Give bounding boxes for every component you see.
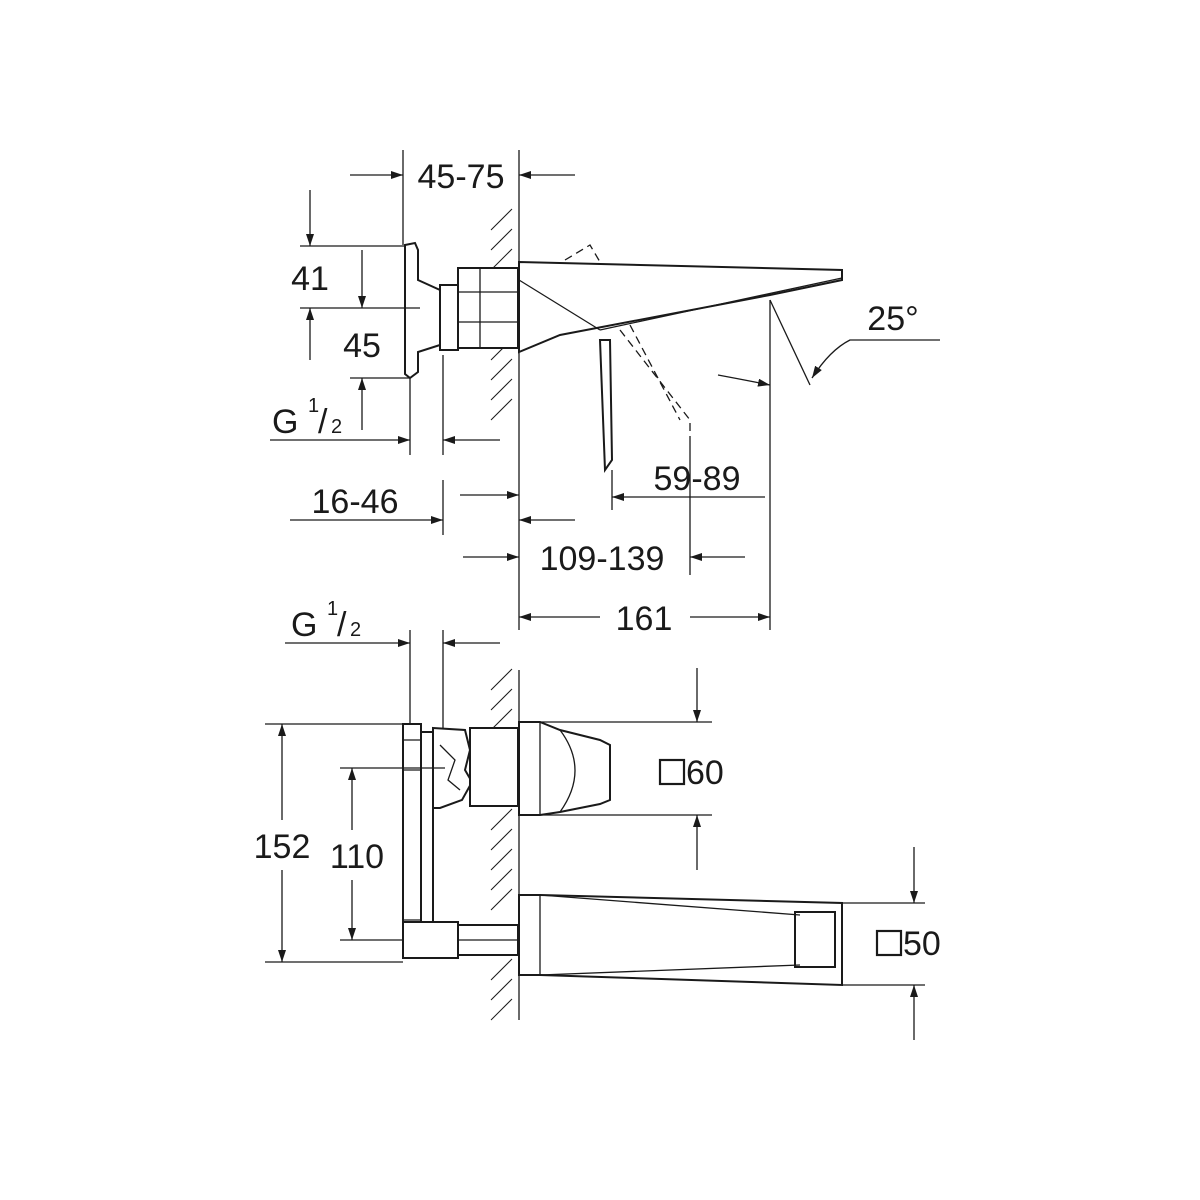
dim-152: 152 bbox=[254, 724, 311, 962]
handle-front bbox=[518, 721, 611, 816]
dim-angle: 25° bbox=[717, 300, 940, 387]
spout-front bbox=[518, 894, 843, 987]
front-view: G 1 / 2 152 110 60 50 bbox=[254, 598, 941, 1040]
label-thread-num-side: 1 bbox=[308, 395, 319, 417]
label-thread-g-side: G bbox=[272, 403, 298, 441]
dim-110: 110 bbox=[330, 768, 384, 940]
label-thread-den-side: 2 bbox=[331, 416, 342, 438]
square-symbol-icon bbox=[658, 758, 686, 786]
side-view: 45-75 41 45 G 1 / 2 16-46 bbox=[270, 150, 940, 638]
label-16-46: 16-46 bbox=[312, 483, 399, 521]
spout-side bbox=[518, 244, 843, 474]
dim-thread-side: G 1 / 2 bbox=[270, 395, 500, 444]
dim-109-139: 109-139 bbox=[463, 540, 745, 578]
label-59-89: 59-89 bbox=[654, 460, 741, 498]
dim-thread-front: G 1 / 2 bbox=[285, 598, 500, 647]
label-thread-den-front: 2 bbox=[350, 619, 361, 641]
label-161: 161 bbox=[616, 600, 673, 638]
label-thread-slash-side: / bbox=[318, 403, 328, 441]
label-45-75: 45-75 bbox=[418, 158, 505, 196]
label-thread-g-front: G bbox=[291, 606, 317, 644]
label-109-139: 109-139 bbox=[540, 540, 665, 578]
dim-square-50: 50 bbox=[875, 847, 941, 1040]
label-thread-num-front: 1 bbox=[327, 598, 338, 620]
wall-lower bbox=[490, 668, 520, 1021]
dim-161: 161 bbox=[519, 600, 770, 638]
label-110: 110 bbox=[330, 838, 384, 876]
dim-59-89: 59-89 bbox=[612, 460, 765, 501]
label-thread-slash-front: / bbox=[337, 606, 347, 644]
valve-body-front bbox=[402, 723, 519, 959]
label-152: 152 bbox=[254, 828, 311, 866]
dim-45-75: 45-75 bbox=[350, 158, 575, 196]
valve-body-side bbox=[404, 241, 519, 380]
label-50: 50 bbox=[903, 925, 941, 963]
dim-square-60: 60 bbox=[658, 668, 724, 870]
label-45: 45 bbox=[343, 327, 381, 365]
dim-41-45: 41 45 bbox=[291, 190, 381, 430]
label-60: 60 bbox=[686, 754, 724, 792]
dim-16-46: 16-46 bbox=[290, 483, 575, 524]
label-25-deg: 25° bbox=[867, 300, 918, 338]
label-41: 41 bbox=[291, 260, 329, 298]
square-symbol-icon bbox=[875, 929, 903, 957]
